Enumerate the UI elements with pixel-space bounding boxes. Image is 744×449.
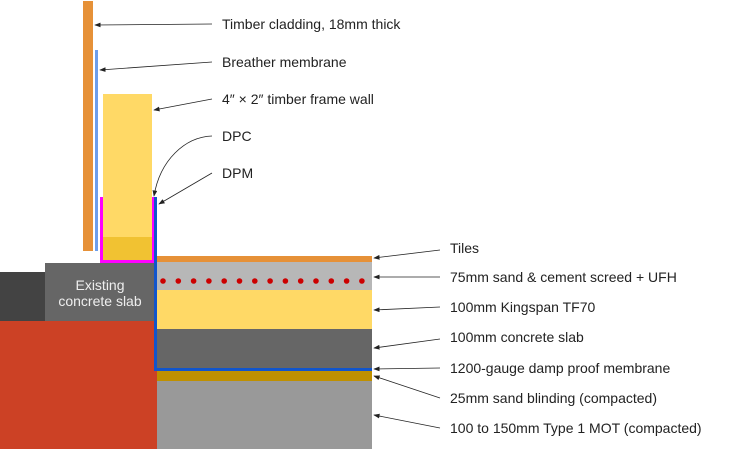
label-mot: 100 to 150mm Type 1 MOT (compacted): [450, 420, 702, 436]
ufh-pipe-dot: [267, 278, 273, 284]
timber-cladding: [83, 1, 93, 251]
mot-layer: [157, 381, 372, 449]
ufh-pipe-dot: [236, 278, 243, 284]
label-blinding: 25mm sand blinding (compacted): [450, 390, 657, 406]
label-frame: 4″ × 2″ timber frame wall: [222, 91, 374, 107]
ufh-pipe-dot: [252, 278, 258, 284]
ufh-pipe-dot: [221, 278, 227, 284]
ufh-pipe-dot: [175, 278, 182, 284]
existing-slab-label-2: concrete slab: [58, 293, 141, 309]
label-tiles: Tiles: [450, 240, 479, 256]
screed-layer: [157, 262, 372, 290]
leader-dpm: [158, 172, 213, 205]
dark-block: [0, 272, 46, 322]
label-dpm: DPM: [222, 165, 253, 181]
leader-kingspan: [373, 306, 441, 313]
dpc: [100, 197, 155, 263]
label-slab: 100mm concrete slab: [450, 329, 584, 345]
leader-slab: [373, 338, 441, 350]
leader-blinding: [373, 375, 441, 399]
ufh-pipe-dot: [282, 278, 289, 284]
concrete-slab-layer: [157, 329, 372, 369]
label-kingspan: 100mm Kingspan TF70: [450, 299, 595, 315]
brick-foundation: [0, 321, 157, 449]
ufh-pipe-dot: [359, 278, 365, 284]
ufh-pipes: [160, 278, 365, 284]
kingspan-layer: [157, 290, 372, 329]
leader-breather: [99, 61, 213, 72]
ufh-pipe-dot: [206, 278, 212, 284]
existing-concrete-slab: [45, 263, 157, 322]
ufh-pipe-dot: [343, 278, 350, 284]
tiles-layer: [157, 256, 372, 262]
label-membrane: 1200-gauge damp proof membrane: [450, 360, 670, 376]
ufh-pipe-dot: [160, 278, 166, 284]
timber-frame-wall: [103, 94, 152, 260]
ufh-pipe-dot: [313, 278, 319, 284]
label-breather: Breather membrane: [222, 54, 347, 70]
ufh-pipe-dot: [297, 278, 304, 284]
breather-membrane: [95, 50, 98, 251]
dpm: [154, 197, 372, 371]
leader-cladding: [94, 22, 213, 28]
leader-membrane: [373, 366, 441, 372]
leader-tiles: [373, 249, 441, 260]
existing-slab-label: Existing: [75, 277, 124, 293]
label-screed: 75mm sand & cement screed + UFH: [450, 269, 677, 285]
label-dpc: DPC: [222, 128, 252, 144]
leader-frame: [153, 98, 213, 112]
sand-blinding-layer: [157, 371, 372, 381]
ufh-pipe-dot: [328, 278, 335, 284]
label-cladding: Timber cladding, 18mm thick: [222, 16, 401, 32]
leader-mot: [373, 413, 441, 429]
leader-dpc: [152, 135, 213, 197]
ufh-pipe-dot: [190, 278, 197, 284]
frame-sole-plate: [103, 237, 152, 260]
